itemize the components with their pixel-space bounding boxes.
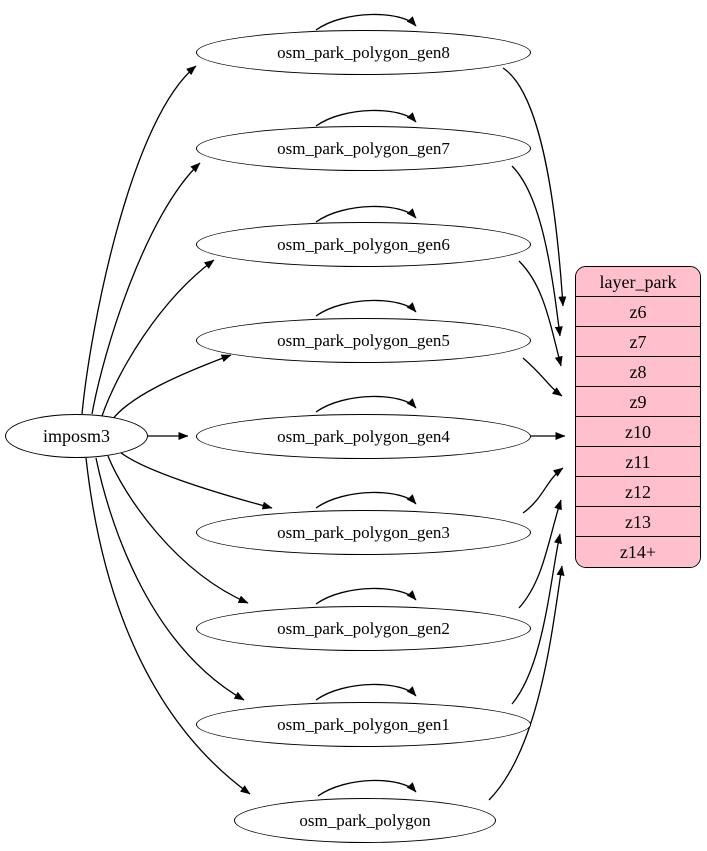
self-loop-gen7 — [315, 109, 417, 127]
edge-gen7-to-z7 — [511, 165, 563, 337]
edge-gen6-to-z8 — [518, 260, 563, 367]
edge-imposm3-to-polygon — [85, 457, 251, 795]
self-loop-gen3 — [315, 491, 417, 509]
self-loop-gen2 — [315, 587, 417, 605]
edge-gen8-to-z6 — [502, 67, 567, 307]
self-loop-polygon — [317, 779, 417, 797]
edge-gen5-to-z9 — [522, 357, 563, 397]
edge-imposm3-to-gen8 — [81, 65, 197, 415]
node-osm-park-polygon-gen1[interactable]: osm_park_polygon_gen1 — [196, 702, 531, 747]
table-row-z6[interactable]: z6 — [576, 297, 700, 327]
table-row-z11[interactable]: z11 — [576, 447, 700, 477]
node-label: osm_park_polygon_gen6 — [277, 234, 450, 254]
self-loop-gen5 — [315, 299, 417, 317]
node-osm-park-polygon-gen3[interactable]: osm_park_polygon_gen3 — [196, 510, 531, 555]
edge-imposm3-to-gen6 — [101, 259, 215, 417]
edge-polygon-to-z14 — [488, 565, 565, 801]
edge-imposm3-to-gen2 — [107, 455, 249, 604]
self-loop-gen4 — [315, 395, 417, 413]
edge-imposm3-to-gen1 — [95, 457, 245, 701]
node-layer-park-table[interactable]: layer_park z6 z7 z8 z9 z10 z11 z12 z13 z… — [575, 266, 701, 568]
node-label: osm_park_polygon_gen7 — [277, 138, 450, 158]
node-label: osm_park_polygon_gen5 — [277, 330, 450, 350]
node-label: osm_park_polygon_gen1 — [277, 714, 450, 734]
self-loop-gen8 — [315, 13, 417, 31]
node-osm-park-polygon-gen4[interactable]: osm_park_polygon_gen4 — [196, 414, 531, 459]
node-label: osm_park_polygon_gen4 — [277, 426, 450, 446]
node-label: osm_park_polygon_gen2 — [277, 618, 450, 638]
node-osm-park-polygon[interactable]: osm_park_polygon — [234, 798, 496, 843]
node-osm-park-polygon-gen8[interactable]: osm_park_polygon_gen8 — [196, 30, 531, 75]
table-row-z10[interactable]: z10 — [576, 417, 700, 447]
edge-gen2-to-z12 — [518, 499, 562, 609]
table-row-z9[interactable]: z9 — [576, 387, 700, 417]
node-osm-park-polygon-gen5[interactable]: osm_park_polygon_gen5 — [196, 318, 531, 363]
edge-gen1-to-z13 — [511, 533, 562, 705]
node-label: osm_park_polygon — [299, 810, 431, 830]
node-osm-park-polygon-gen6[interactable]: osm_park_polygon_gen6 — [196, 222, 531, 267]
table-row-z7[interactable]: z7 — [576, 327, 700, 357]
self-loop-gen1 — [315, 683, 417, 701]
node-osm-park-polygon-gen2[interactable]: osm_park_polygon_gen2 — [196, 606, 531, 651]
table-header-layer-park: layer_park — [576, 267, 700, 297]
node-osm-park-polygon-gen7[interactable]: osm_park_polygon_gen7 — [196, 126, 531, 171]
edge-gen3-to-z11 — [522, 467, 564, 514]
edge-imposm3-to-gen3 — [119, 451, 273, 510]
node-label: osm_park_polygon_gen3 — [277, 522, 450, 542]
node-imposm3[interactable]: imposm3 — [5, 414, 148, 458]
node-label: osm_park_polygon_gen8 — [277, 42, 450, 62]
self-loop-gen6 — [315, 205, 417, 223]
node-imposm3-label: imposm3 — [42, 425, 110, 446]
table-row-z12[interactable]: z12 — [576, 477, 700, 507]
edge-imposm3-to-gen7 — [91, 162, 201, 415]
table-row-z13[interactable]: z13 — [576, 507, 700, 537]
table-row-z8[interactable]: z8 — [576, 357, 700, 387]
table-row-z14plus[interactable]: z14+ — [576, 537, 700, 567]
edge-imposm3-to-gen5 — [111, 354, 232, 421]
